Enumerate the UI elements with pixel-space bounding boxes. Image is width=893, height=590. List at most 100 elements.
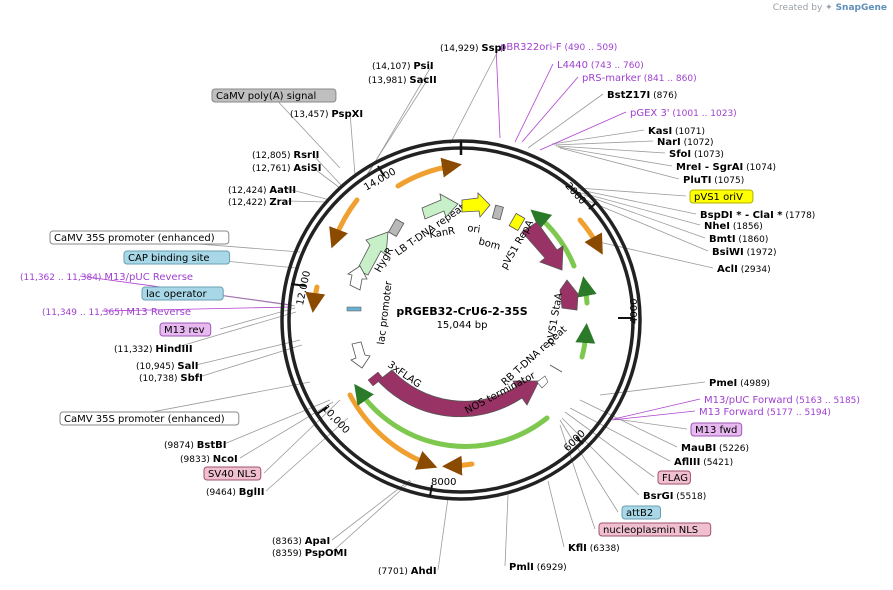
site-name: RsrII: [293, 150, 319, 161]
enzyme-label-mrei: MreI - SgrAI (1074): [676, 162, 776, 173]
site-name: NheI: [704, 221, 730, 232]
site-position: (5518): [673, 492, 706, 502]
site-position: (14,929): [440, 44, 481, 54]
site-position: (8363): [272, 537, 305, 547]
enzyme-label-afliii: AflIII (5421): [674, 457, 733, 468]
leader-line-m13-fwd: [607, 417, 688, 430]
site-name: AhdI: [411, 566, 437, 577]
enzyme-label-asisi: (12,761) AsiSI: [252, 163, 321, 174]
site-position: (1778): [783, 211, 816, 221]
feature-box-lac-op: [141, 286, 224, 301]
enzyme-label-pluti: PluTI (1075): [683, 175, 744, 186]
leader-line-pmlI: [504, 494, 509, 567]
leader-line-nhei: [581, 192, 701, 226]
site-name: BspDI * - ClaI *: [700, 210, 783, 221]
site-position: (12,422): [228, 198, 269, 208]
site-position: (1972): [744, 248, 777, 258]
feature-label-nucleoplasmin: nucleoplasmin NLS: [603, 525, 698, 536]
site-name: AsiSI: [293, 163, 321, 174]
site-position: (490 .. 509): [562, 43, 618, 53]
site-position: (12,424): [228, 186, 269, 196]
cas9-label: Cas9: [438, 416, 463, 427]
enzyme-label-pmlI: PmlI (6929): [509, 562, 567, 573]
site-name: BglII: [239, 487, 265, 498]
green-arcs: [354, 209, 597, 449]
plasmid-name: pRGEB32-CrU6-2-35S: [396, 305, 527, 318]
site-name: PspOMI: [305, 548, 347, 559]
site-name: KasI: [648, 126, 672, 137]
site-name: PmlI: [509, 562, 534, 573]
ruler-label-8000: 8000: [431, 477, 456, 488]
site-name: BstBI: [197, 440, 227, 451]
site-name: PmeI: [709, 378, 737, 389]
leader-line-afliii: [569, 407, 671, 462]
green-arc-right-mid: [576, 276, 597, 306]
pvs1-staa-arrow: [559, 279, 579, 311]
leader-line-l4440: [514, 63, 554, 143]
enzyme-label-pspomi: (8359) PspOMI: [272, 548, 347, 559]
feature-label-attb2: attB2: [626, 508, 653, 519]
site-position: (9874): [164, 441, 197, 451]
site-name: M13 Forward: [699, 407, 764, 418]
nos-arrow: [536, 375, 549, 389]
site-position: (2934): [738, 265, 771, 275]
ruler-tick-10000: [316, 406, 328, 415]
site-name: MauBI: [681, 443, 716, 454]
leader-line-m13-forward: [611, 410, 696, 421]
feature-box-nucleoplasmin: [598, 522, 712, 537]
enzyme-label-bsiwi: BsiWI (1972): [712, 247, 777, 258]
leader-line-apai: [331, 479, 411, 541]
snapgene-logo-icon: ✦: [825, 3, 833, 13]
site-position: (876): [650, 91, 677, 101]
leader-line-m13-reverse: [101, 306, 293, 312]
site-name: BstZ17I: [607, 90, 650, 101]
green-arc-right-upper: [530, 209, 577, 269]
orange-arc-bottom-short: [442, 455, 475, 476]
site-position: (13,457): [290, 110, 331, 120]
site-position: (9833): [180, 455, 213, 465]
site-name: PspXI: [331, 109, 363, 120]
feature-box-camv35s-2: [59, 411, 240, 426]
leader-line-pgex3: [539, 111, 627, 151]
feature-box-cap: [123, 250, 231, 265]
primer-label-pgex3: pGEX 3' (1001 .. 1023): [630, 108, 737, 119]
rb-tick: [549, 364, 563, 373]
site-position: (9464): [206, 488, 239, 498]
primer-label-m13puc-rev: (11,362 .. 11,384) M13/pUC Reverse: [20, 272, 193, 283]
site-position: (1071): [672, 127, 705, 137]
site-position: (1001 .. 1023): [670, 109, 737, 119]
site-name: KflI: [568, 543, 587, 554]
ruler-tick-12000: [290, 283, 307, 287]
feature-label-m13-fwd: M13 fwd: [695, 425, 737, 436]
site-position: (11,349 .. 11,365): [42, 308, 126, 318]
site-name: pGEX 3': [630, 108, 670, 119]
enzyme-label-aatii: (12,424) AatII: [228, 185, 296, 196]
site-name: MreI - SgrAI: [676, 162, 743, 173]
enzyme-label-sspi: (14,929) SspI: [440, 43, 505, 54]
site-name: BsrGI: [643, 491, 673, 502]
feature-label-m13-rev: M13 rev: [164, 325, 205, 336]
enzyme-label-bstz17i: BstZ17I (876): [607, 90, 677, 101]
site-name: M13/pUC Reverse: [104, 272, 193, 283]
site-name: BmtI: [709, 234, 736, 245]
feature-label-camv-polya: CaMV poly(A) signal: [216, 91, 316, 102]
site-position: (6338): [587, 544, 620, 554]
leader-line-bsiwi: [585, 199, 709, 252]
site-position: (10,738): [139, 374, 180, 384]
site-position: (1075): [711, 176, 744, 186]
site-position: (12,761): [252, 164, 293, 174]
kanr-label: KanR: [429, 226, 456, 241]
leader-line-attb2: [559, 419, 619, 513]
green-arc-right-lower: [575, 323, 596, 360]
enzyme-label-nhei: NheI (1856): [704, 221, 763, 232]
enzyme-label-maubi: MauBI (5226): [681, 443, 749, 454]
primer-label-pbr322: pBR322ori-F (490 .. 509): [500, 42, 617, 53]
site-name: PsiI: [413, 61, 433, 72]
site-position: (11,332): [114, 345, 155, 355]
feature-label-lac-op: lac operator: [146, 289, 207, 300]
enzyme-label-ahdi: (7701) AhdI: [378, 566, 437, 577]
site-name: NarI: [657, 137, 681, 148]
feature-label-flag: FLAG: [662, 473, 688, 484]
enzyme-label-acli: AclI (2934): [717, 264, 771, 275]
pvs1-oriv-box: [508, 212, 526, 232]
